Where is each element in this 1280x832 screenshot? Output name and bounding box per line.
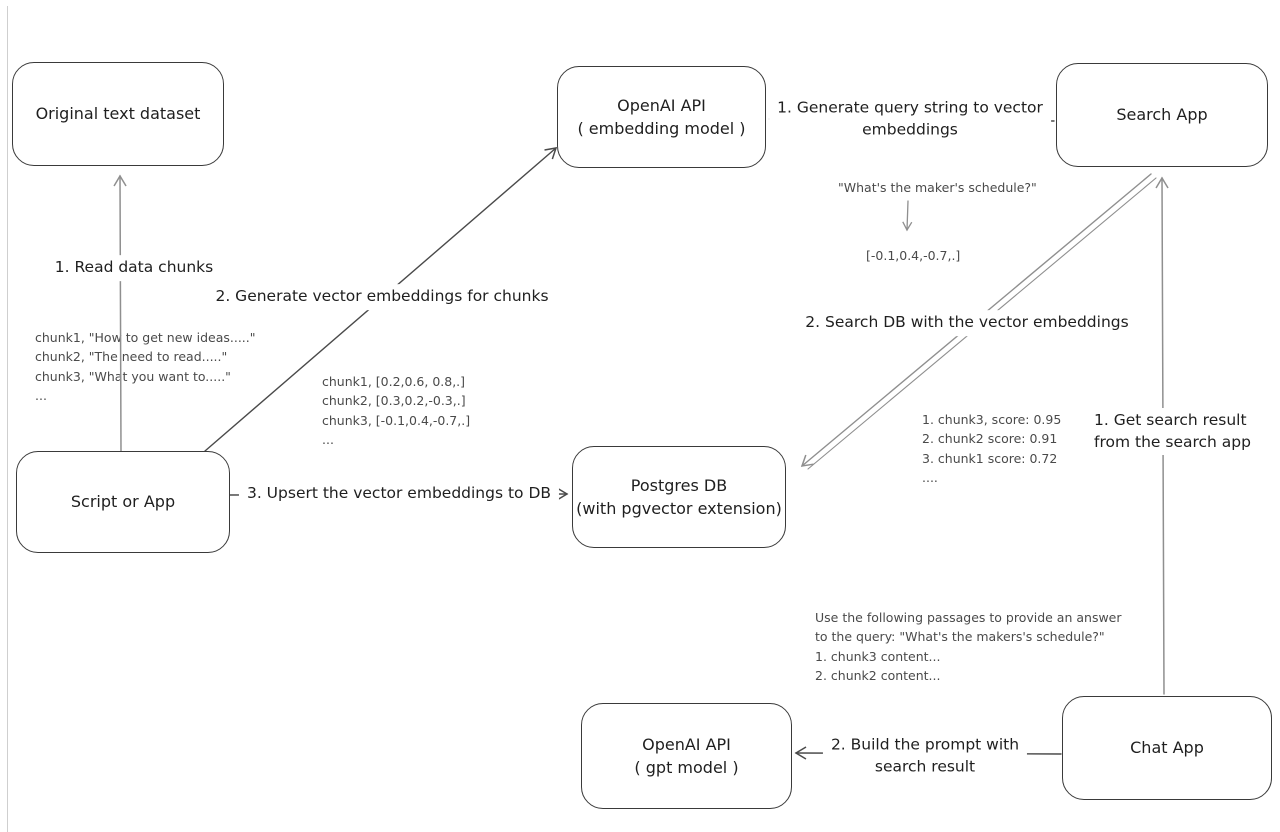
annotation-line: 2. chunk2 content... (815, 668, 941, 684)
annotation-query-vector: [-0.1,0.4,-0.7,.] (866, 248, 961, 263)
edge-label-upsert: 3. Upsert the vector embeddings to DB (238, 481, 560, 507)
edge-label-search-db: 2. Search DB with the vector embeddings (797, 310, 1137, 336)
annotation-line: chunk2, "The need to read....." (35, 349, 228, 365)
annotation-chunk-list: chunk1, "How to get new ideas....." chun… (35, 328, 256, 406)
edge-label-read-chunks: 1. Read data chunks (46, 255, 222, 281)
annotation-line: 3. chunk1 score: 0.72 (922, 450, 1058, 466)
annotation-line: chunk1, "How to get new ideas....." (35, 330, 256, 345)
annotation-line: ... (322, 432, 334, 448)
annotation-line: ... (35, 388, 47, 404)
edge-query-to-vector-small-arrow (902, 200, 913, 232)
edge-read-data-chunks (113, 174, 127, 453)
annotation-line: chunk3, "What you want to....." (35, 368, 231, 384)
annotation-line: chunk3, [-0.1,0.4,-0.7,.] (322, 412, 471, 428)
edge-label-get-result: 1. Get search result from the search app (1086, 408, 1259, 456)
edge-label-query-to-vector: 1. Generate query string to vector embed… (769, 95, 1051, 143)
canvas-edge-line (7, 6, 8, 832)
edge-label-line: 2. Build the prompt with (830, 735, 1020, 754)
edge-label-line: 1. Generate query string to vector (777, 98, 1043, 117)
annotation-line: Use the following passages to provide an… (815, 610, 1122, 625)
annotation-line: chunk2, [0.3,0.2,-0.3,.] (322, 393, 466, 409)
annotation-line: .... (922, 470, 938, 486)
edge-label-generate-embeddings: 2. Generate vector embeddings for chunks (207, 284, 557, 310)
edge-label-line: from the search app (1094, 432, 1251, 451)
annotation-line: 1. chunk3 content... (815, 648, 941, 664)
annotation-line: 2. chunk2 score: 0.91 (922, 431, 1058, 447)
edge-label-line: search result (874, 757, 976, 775)
edge-label-build-prompt: 2. Build the prompt with search result (822, 732, 1028, 780)
annotation-prompt-text: Use the following passages to provide an… (815, 608, 1122, 686)
annotation-search-scores: 1. chunk3, score: 0.95 2. chunk2 score: … (922, 410, 1061, 488)
edge-label-line: 1. Get search result (1094, 411, 1247, 429)
annotation-line: 1. chunk3, score: 0.95 (922, 412, 1062, 427)
annotation-query-string: "What's the maker's schedule?" (838, 180, 1037, 195)
annotation-vector-list: chunk1, [0.2,0.6, 0.8,.] chunk2, [0.3,0.… (322, 372, 470, 450)
annotation-line: to the query: "What's the makers's sched… (815, 629, 1105, 645)
annotation-line: chunk1, [0.2,0.6, 0.8,.] (322, 374, 466, 389)
edge-label-line: embeddings (862, 120, 958, 138)
